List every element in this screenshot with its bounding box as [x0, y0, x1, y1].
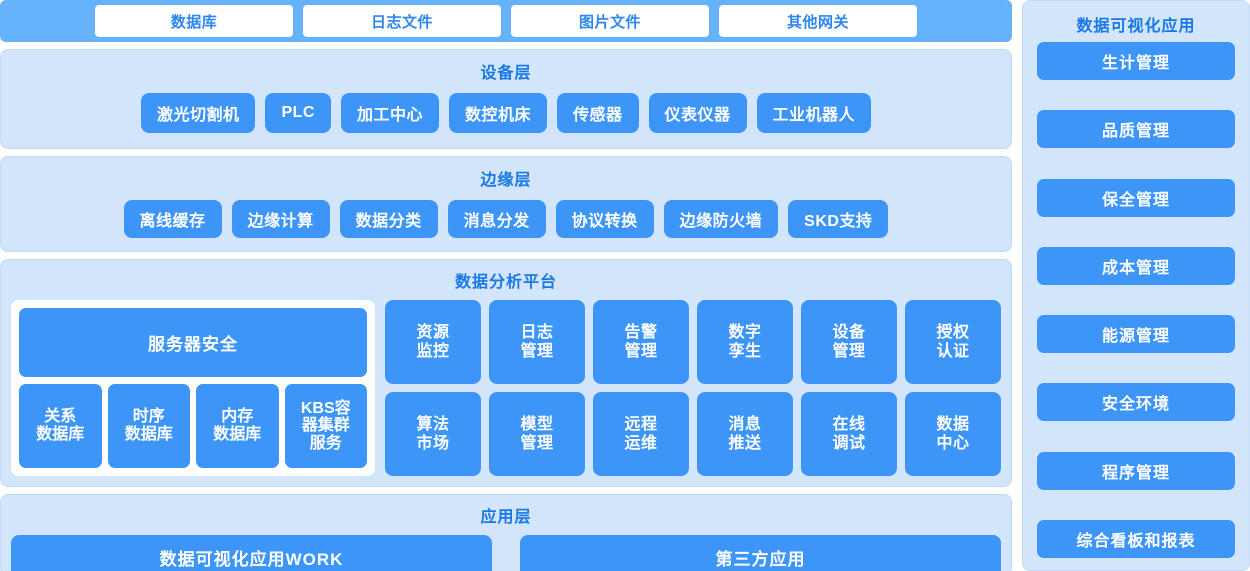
- gateway-card[interactable]: 日志文件: [303, 5, 501, 37]
- module-tile[interactable]: 模型管理: [489, 392, 585, 476]
- module-line2: 市场: [416, 435, 450, 452]
- db-line2: 数据库: [124, 426, 173, 443]
- module-line1: 算法: [416, 415, 450, 433]
- platform-layer-panel: 数据分析平台 服务器安全 关系数据库 时序数据库 内存数据库: [0, 259, 1012, 487]
- module-tile[interactable]: 授权认证: [905, 300, 1001, 384]
- module-line2: 管理: [520, 343, 554, 360]
- database-tile[interactable]: 内存数据库: [196, 384, 279, 468]
- module-line2: 孪生: [728, 343, 762, 360]
- module-line2: 监控: [416, 343, 450, 360]
- sidebar-item-safety[interactable]: 安全环境: [1037, 383, 1235, 422]
- application-box[interactable]: 数据可视化应用WORK: [11, 535, 492, 571]
- device-tile[interactable]: 数控机床: [448, 93, 547, 133]
- application-layer-panel: 应用层 数据可视化应用WORK 第三方应用: [0, 494, 1012, 571]
- platform-infrastructure-card: 服务器安全 关系数据库 时序数据库 内存数据库 KBS容器集群服务: [11, 300, 375, 476]
- edge-tile[interactable]: 数据分类: [339, 200, 438, 238]
- module-tile[interactable]: 远程运维: [593, 392, 689, 476]
- sidebar-item-maintenance[interactable]: 保全管理: [1037, 178, 1235, 217]
- application-layer-title: 应用层: [480, 509, 532, 526]
- db-line3: 服务: [309, 434, 342, 452]
- module-line1: 在线: [832, 415, 866, 433]
- database-row: 关系数据库 时序数据库 内存数据库 KBS容器集群服务: [19, 384, 367, 468]
- module-tile[interactable]: 资源监控: [385, 300, 481, 384]
- application-box[interactable]: 第三方应用: [520, 535, 1001, 571]
- module-tile[interactable]: 日志管理: [489, 300, 585, 384]
- module-line2: 管理: [520, 435, 554, 452]
- module-line2: 管理: [624, 343, 658, 360]
- module-line2: 推送: [728, 435, 762, 452]
- module-line1: 数据: [936, 415, 970, 433]
- edge-tile[interactable]: 边缘计算: [231, 200, 330, 238]
- db-line1: 时序: [132, 407, 165, 425]
- visualization-sidebar: 数据可视化应用 生计管理 品质管理 保全管理 成本管理 能源管理 安全环境 程序…: [1022, 0, 1250, 571]
- edge-layer-title: 边缘层: [480, 172, 532, 189]
- platform-layer-title: 数据分析平台: [454, 274, 557, 291]
- edge-tile[interactable]: 离线缓存: [123, 200, 222, 238]
- gateway-card[interactable]: 其他网关: [719, 5, 917, 37]
- edge-tile[interactable]: SKD支持: [788, 200, 889, 238]
- device-tile[interactable]: 加工中心: [340, 93, 439, 133]
- device-tile[interactable]: 工业机器人: [756, 93, 872, 133]
- module-tile[interactable]: 数字孪生: [697, 300, 793, 384]
- gateway-bar: 数据库 日志文件 图片文件 其他网关: [0, 0, 1012, 42]
- module-line1: 数字: [728, 323, 762, 341]
- module-tile[interactable]: 数据中心: [905, 392, 1001, 476]
- device-layer-panel: 设备层 激光切割机 PLC 加工中心 数控机床 传感器 仪表仪器 工业机器人: [0, 49, 1012, 149]
- sidebar-item-quality[interactable]: 品质管理: [1037, 110, 1235, 149]
- module-tile[interactable]: 消息推送: [697, 392, 793, 476]
- server-security-block[interactable]: 服务器安全: [19, 308, 367, 377]
- db-line1: KBS容: [300, 399, 351, 417]
- sidebar-item-livelihood[interactable]: 生计管理: [1037, 42, 1235, 80]
- device-layer-title: 设备层: [480, 65, 532, 82]
- module-line2: 中心: [936, 435, 970, 452]
- sidebar-item-energy[interactable]: 能源管理: [1037, 315, 1235, 354]
- module-line2: 调试: [832, 435, 866, 452]
- module-line1: 日志: [520, 323, 554, 341]
- database-tile[interactable]: 时序数据库: [107, 384, 190, 468]
- edge-tile[interactable]: 消息分发: [447, 200, 546, 238]
- module-line1: 资源: [416, 323, 450, 341]
- module-tile[interactable]: 设备管理: [801, 300, 897, 384]
- device-tile[interactable]: PLC: [265, 93, 331, 133]
- main-stack: 数据库 日志文件 图片文件 其他网关 设备层 激光切割机 PLC 加工中心 数控…: [0, 0, 1012, 571]
- platform-module-grid: 资源监控 日志管理 告警管理 数字孪生 设备管理 授权认证 算法市场 模型管理 …: [385, 300, 1001, 476]
- sidebar-list: 生计管理 品质管理 保全管理 成本管理 能源管理 安全环境 程序管理 综合看板和…: [1037, 42, 1235, 560]
- device-tile[interactable]: 传感器: [557, 93, 639, 133]
- database-tile[interactable]: 关系数据库: [19, 384, 102, 468]
- database-tile[interactable]: KBS容器集群服务: [284, 384, 367, 468]
- gateway-card[interactable]: 图片文件: [511, 5, 709, 37]
- module-tile[interactable]: 算法市场: [385, 392, 481, 476]
- edge-layer-panel: 边缘层 离线缓存 边缘计算 数据分类 消息分发 协议转换 边缘防火墙 SKD支持: [0, 156, 1012, 252]
- edge-layer-tiles: 离线缓存 边缘计算 数据分类 消息分发 协议转换 边缘防火墙 SKD支持: [123, 200, 889, 238]
- db-line2: 器集群: [301, 417, 350, 435]
- device-layer-tiles: 激光切割机 PLC 加工中心 数控机床 传感器 仪表仪器 工业机器人: [140, 93, 872, 133]
- module-line2: 运维: [624, 435, 658, 452]
- module-line1: 授权: [936, 323, 970, 341]
- module-line1: 设备: [832, 323, 866, 341]
- module-line1: 告警: [624, 323, 658, 341]
- module-line2: 认证: [936, 343, 970, 360]
- db-line1: 内存: [221, 407, 254, 425]
- device-tile[interactable]: 仪表仪器: [648, 93, 747, 133]
- module-line2: 管理: [832, 343, 866, 360]
- module-tile[interactable]: 告警管理: [593, 300, 689, 384]
- db-line2: 数据库: [213, 426, 262, 443]
- device-tile[interactable]: 激光切割机: [140, 93, 256, 133]
- module-line1: 消息: [728, 415, 762, 433]
- sidebar-item-cost[interactable]: 成本管理: [1037, 246, 1235, 285]
- sidebar-title: 数据可视化应用: [1076, 18, 1196, 35]
- application-layer-boxes: 数据可视化应用WORK 第三方应用: [1, 535, 1011, 571]
- edge-tile[interactable]: 边缘防火墙: [663, 200, 779, 238]
- platform-body: 服务器安全 关系数据库 时序数据库 内存数据库 KBS容器集群服务: [11, 300, 1001, 476]
- db-line2: 数据库: [36, 426, 85, 443]
- module-line1: 模型: [520, 415, 554, 433]
- db-line1: 关系: [44, 407, 77, 425]
- module-tile[interactable]: 在线调试: [801, 392, 897, 476]
- module-line1: 远程: [624, 415, 658, 433]
- edge-tile[interactable]: 协议转换: [555, 200, 654, 238]
- sidebar-item-dashboard[interactable]: 综合看板和报表: [1037, 519, 1235, 558]
- gateway-card[interactable]: 数据库: [95, 5, 293, 37]
- sidebar-item-program[interactable]: 程序管理: [1037, 451, 1235, 490]
